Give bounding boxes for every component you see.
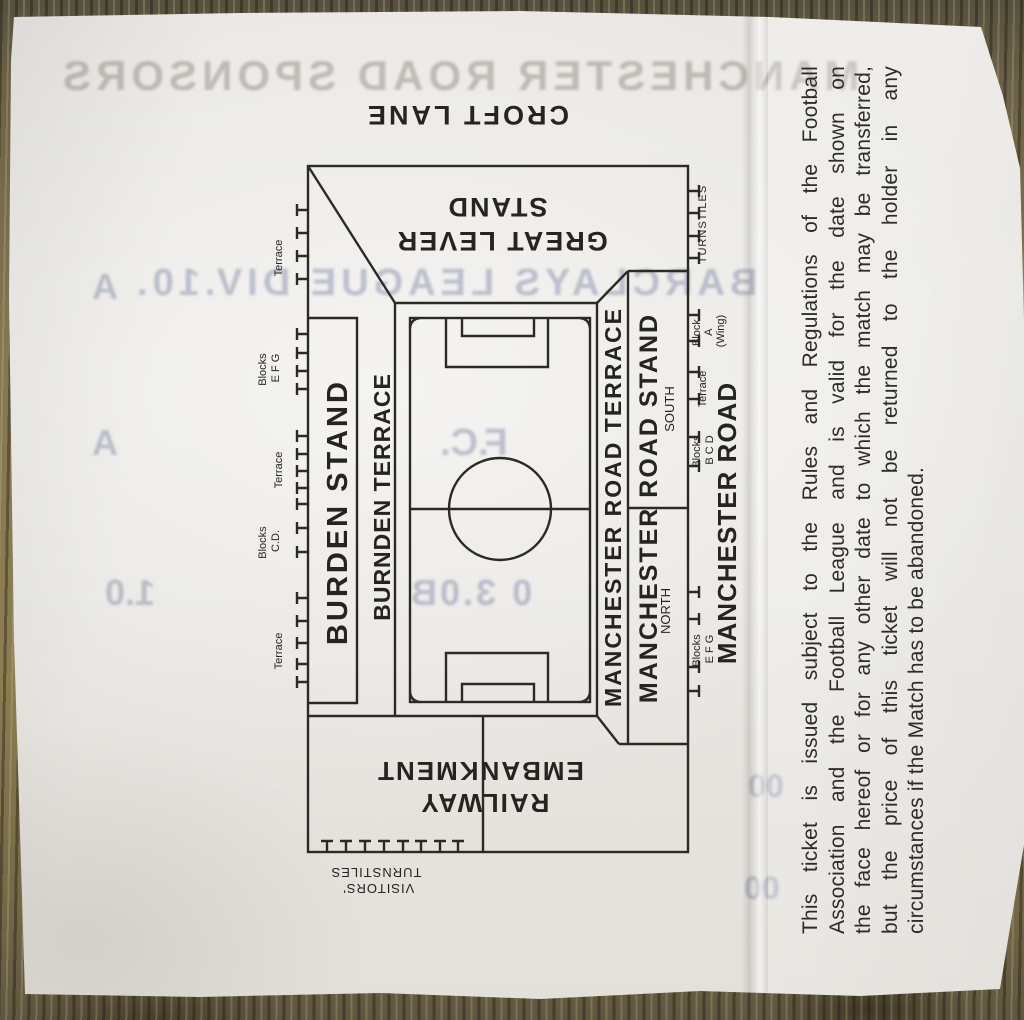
terms-line: but the price of this ticket will not be… — [878, 66, 902, 934]
terms-line: Association and the Football League and … — [825, 66, 849, 934]
east-block-a-wing-label: Block A (Wing) — [691, 315, 727, 347]
blocks-line: Blocks — [257, 353, 269, 386]
visitors-turnstiles-label: VISITORS' TURNSTILES — [331, 865, 422, 896]
west-terrace-label: Terrace — [273, 452, 285, 489]
manchester-road-label: MANCHESTER ROAD — [712, 382, 742, 664]
terms-line: the face hereof or for any other date to… — [852, 66, 875, 934]
manchester-road-stand-label: MANCHESTER ROAD STAND — [635, 313, 663, 703]
blocks-line: E F G — [270, 354, 282, 383]
stadium-outline — [306, 164, 690, 854]
south-label: SOUTH — [662, 386, 677, 432]
great-lever-stand-label: GREAT LEVER STAND — [386, 192, 608, 256]
west-terrace-label: Terrace — [273, 240, 285, 277]
turnstiles-label: TURNSTILES — [697, 185, 709, 263]
blocks-line: (Wing) — [715, 315, 727, 347]
east-blocks-bcd-label: Blocks B C D — [691, 432, 716, 467]
blocks-line: Blocks — [691, 435, 703, 468]
blocks-line: Blocks — [257, 526, 269, 559]
visitors-line1: VISITORS' — [342, 881, 414, 896]
east-blocks-efg-label: Blocks E F G — [691, 631, 716, 666]
west-blocks-efg-label: Blocks E F G — [257, 350, 282, 385]
football-pitch — [408, 316, 592, 704]
manchester-road-terrace-label: MANCHESTER ROAD TERRACE — [600, 307, 626, 707]
turnstile-marks-east — [688, 185, 701, 697]
north-label: NORTH — [658, 588, 673, 634]
great-lever-line1: GREAT LEVER — [396, 226, 608, 256]
railway-embankment-label: RAILWAY EMBANKMENT — [376, 756, 584, 818]
east-terrace-label: Terrace — [697, 371, 709, 408]
turnstile-marks-south — [321, 839, 464, 852]
turnstile-marks-west — [295, 204, 308, 688]
west-blocks-cd-label: Blocks C.D. — [257, 523, 282, 558]
ticket-stub — [768, 11, 1024, 999]
railway-line1: RAILWAY — [420, 788, 550, 818]
burnden-terrace-label: BURNDEN TERRACE — [369, 373, 395, 621]
blocks-line: Block — [691, 319, 703, 346]
croft-lane-label: CROFT LANE — [365, 100, 569, 130]
railway-line2: EMBANKMENT — [376, 756, 584, 786]
blocks-line: C.D. — [270, 530, 282, 552]
burden-stand-label: BURDEN STAND — [322, 379, 354, 645]
west-terrace-label: Terrace — [273, 633, 285, 670]
fold-crease — [742, 11, 768, 999]
blocks-line: A — [703, 328, 715, 336]
terms-line: circumstances if the Match has to be aba… — [905, 466, 928, 934]
terms-text: This ticket is issued subject to the Rul… — [798, 66, 932, 934]
blocks-line: Blocks — [691, 634, 703, 667]
visitors-line2: TURNSTILES — [331, 865, 422, 880]
blocks-line: E F G — [704, 635, 716, 664]
terms-line: This ticket is issued subject to the Rul… — [799, 66, 822, 934]
blocks-line: B C D — [704, 435, 716, 464]
great-lever-line2: STAND — [447, 192, 548, 222]
